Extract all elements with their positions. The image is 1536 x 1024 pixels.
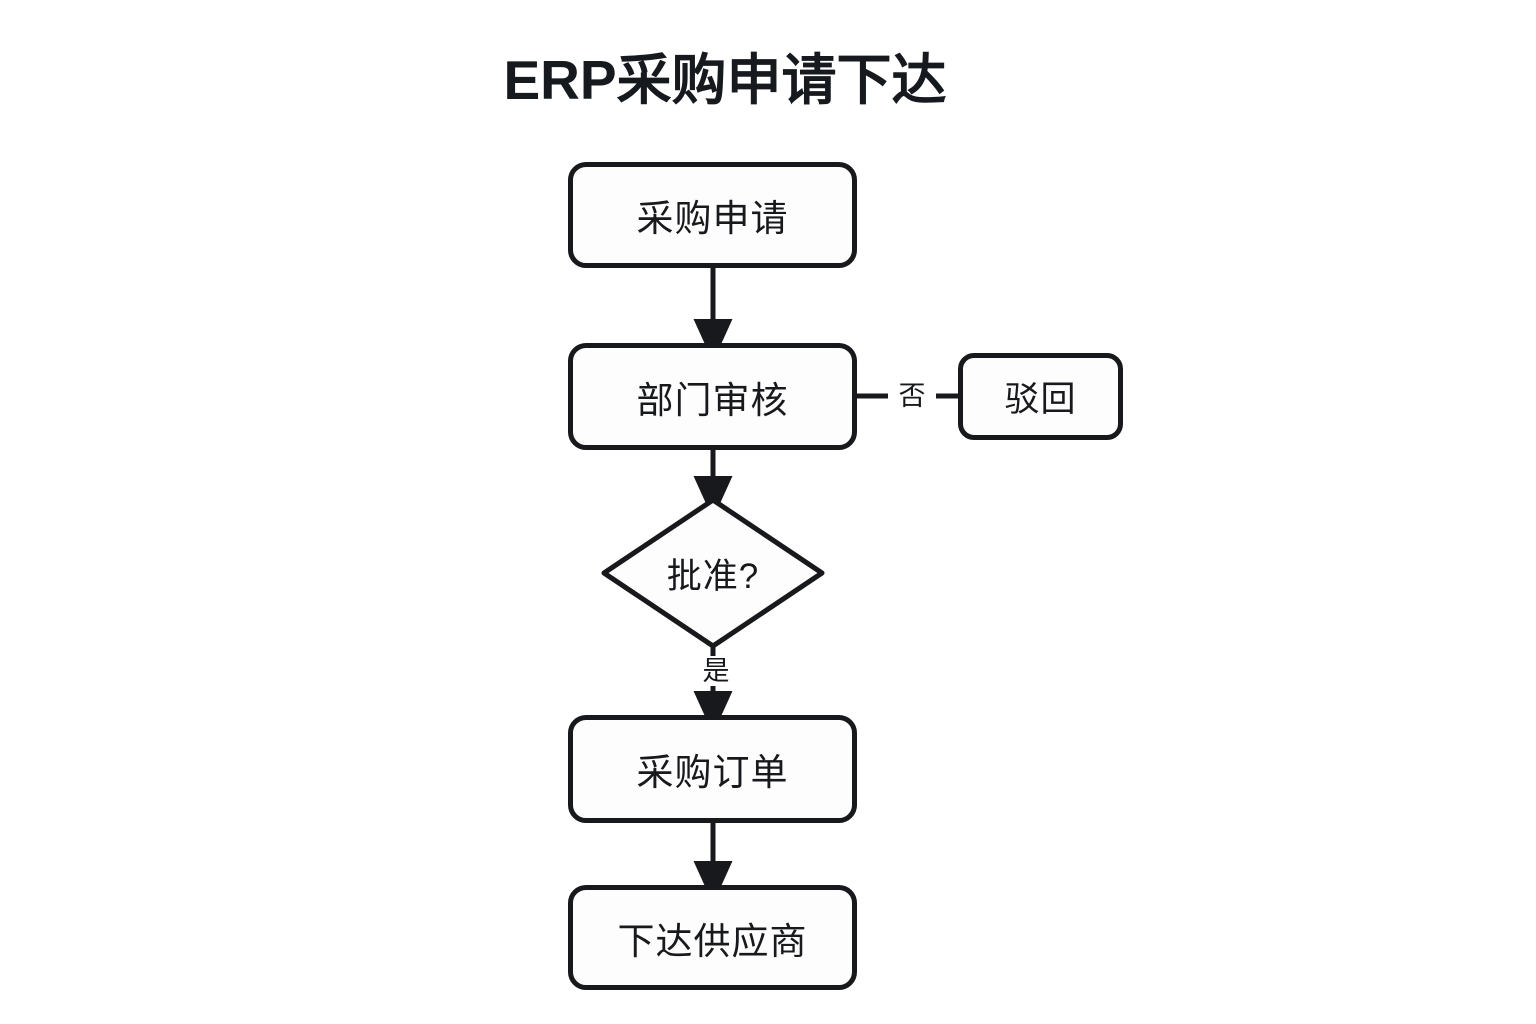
node-department-review[interactable]: 部门审核 — [568, 343, 857, 450]
node-reject[interactable]: 驳回 — [958, 353, 1123, 440]
edge-label-yes: 是 — [693, 656, 739, 686]
node-purchase-order[interactable]: 采购订单 — [568, 715, 857, 823]
decision-shape-approve[interactable] — [601, 497, 825, 649]
edge-label-no: 否 — [888, 381, 936, 411]
node-issue-to-supplier[interactable]: 下达供应商 — [568, 885, 857, 990]
node-request[interactable]: 采购申请 — [568, 162, 857, 268]
page-title: ERP采购申请下达 — [503, 49, 947, 111]
